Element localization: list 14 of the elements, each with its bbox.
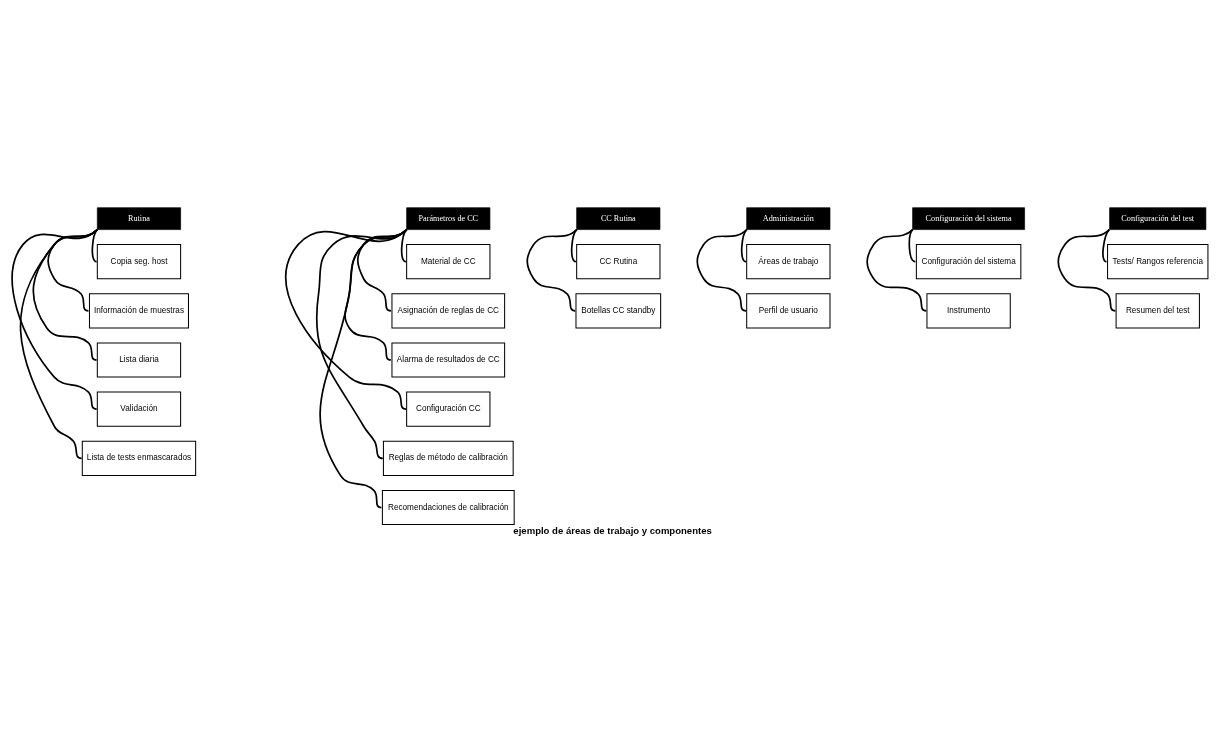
connector [91,228,99,263]
connector [284,228,408,410]
connector [11,228,99,410]
connector [696,228,748,312]
connector [1057,228,1117,312]
connector [1102,228,1111,263]
connector [19,228,99,459]
connector [32,228,99,361]
connector [866,228,928,312]
connector [526,228,578,312]
caption: ejemplo de áreas de trabajo y componentes [513,524,712,536]
connector [908,228,917,263]
connector [319,228,408,508]
connector [47,228,99,312]
